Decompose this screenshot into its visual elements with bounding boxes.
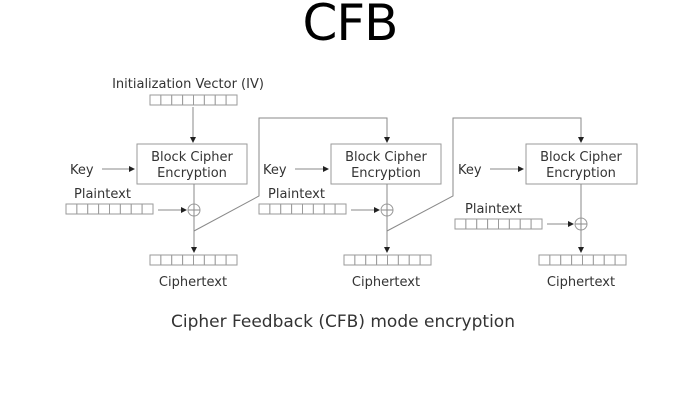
register-cell [160,94,173,106]
register-cell [149,254,162,266]
ciphertext-register [538,254,627,266]
register-cell [130,203,143,215]
diagram-caption: Cipher Feedback (CFB) mode encryption [171,312,515,332]
encryption-label: Encryption [157,166,227,181]
register-cell [323,203,336,215]
ciphertext-register [343,254,432,266]
register-cell [465,218,478,230]
register-cell [419,254,432,266]
register-cell [614,254,627,266]
key-label: Key [263,163,287,178]
register-cell [76,203,89,215]
register-cell [214,254,227,266]
iv-label: Initialization Vector (IV) [112,77,264,92]
register-cell [508,218,521,230]
register-cell [387,254,399,266]
register-cell [302,203,314,215]
register-cell [571,254,584,266]
register-cell [171,94,184,106]
ciphertext-register [149,254,238,266]
register-cell [519,218,532,230]
key-label: Key [458,163,482,178]
encryption-label: Encryption [351,166,421,181]
register-cell [592,254,605,266]
register-cell [65,203,78,215]
register-cell [171,254,184,266]
iv-register [149,94,238,106]
register-cell [582,254,594,266]
register-cell [109,203,121,215]
key-label: Key [70,163,94,178]
register-cell [487,218,500,230]
register-cell [98,203,111,215]
register-cell [87,203,100,215]
ciphertext-label: Ciphertext [159,275,227,290]
register-cell [498,218,510,230]
register-cell [203,94,216,106]
register-cell [193,254,205,266]
register-cell [214,94,227,106]
plaintext-register [258,203,347,215]
register-cell [119,203,132,215]
stage-2: Block Cipher Encryption Key Plaintext Ci… [258,117,584,290]
register-cell [334,203,347,215]
register-cell [291,203,304,215]
register-cell [549,254,562,266]
ciphertext-label: Ciphertext [547,275,615,290]
block-cipher-label: Block Cipher [151,150,233,165]
plaintext-register [65,203,154,215]
register-cell [160,254,173,266]
register-cell [397,254,410,266]
register-cell [258,203,271,215]
xor-icon [574,217,588,231]
xor-icon [380,203,394,217]
encryption-label: Encryption [546,166,616,181]
register-cell [603,254,616,266]
register-cell [454,218,467,230]
block-cipher-box [330,143,442,185]
register-cell [538,254,551,266]
feedback-line [193,117,390,232]
block-cipher-label: Block Cipher [345,150,427,165]
register-cell [269,203,282,215]
register-cell [376,254,389,266]
register-cell [141,203,154,215]
register-cell [225,254,238,266]
register-cell [365,254,378,266]
register-cell [312,203,325,215]
register-cell [149,94,162,106]
register-cell [476,218,489,230]
register-cell [354,254,367,266]
stage-1: Block Cipher Encryption Key Plaintext Ci… [65,117,390,290]
plaintext-label: Plaintext [74,187,131,202]
plaintext-label: Plaintext [465,202,522,217]
register-cell [182,94,195,106]
register-cell [203,254,216,266]
block-cipher-box [525,143,638,185]
block-cipher-label: Block Cipher [540,150,622,165]
register-cell [193,94,205,106]
register-cell [182,254,195,266]
xor-icon [187,203,201,217]
stage-3: Block Cipher Encryption Key Plaintext Ci… [454,143,638,290]
feedback-line [386,117,584,232]
plaintext-label: Plaintext [268,187,325,202]
plaintext-register [454,218,543,230]
register-cell [343,254,356,266]
register-cell [408,254,421,266]
ciphertext-label: Ciphertext [352,275,420,290]
register-cell [560,254,573,266]
slide-title: CFB [302,0,399,52]
register-cell [280,203,293,215]
block-cipher-box [136,143,248,185]
register-cell [225,94,238,106]
register-cell [530,218,543,230]
